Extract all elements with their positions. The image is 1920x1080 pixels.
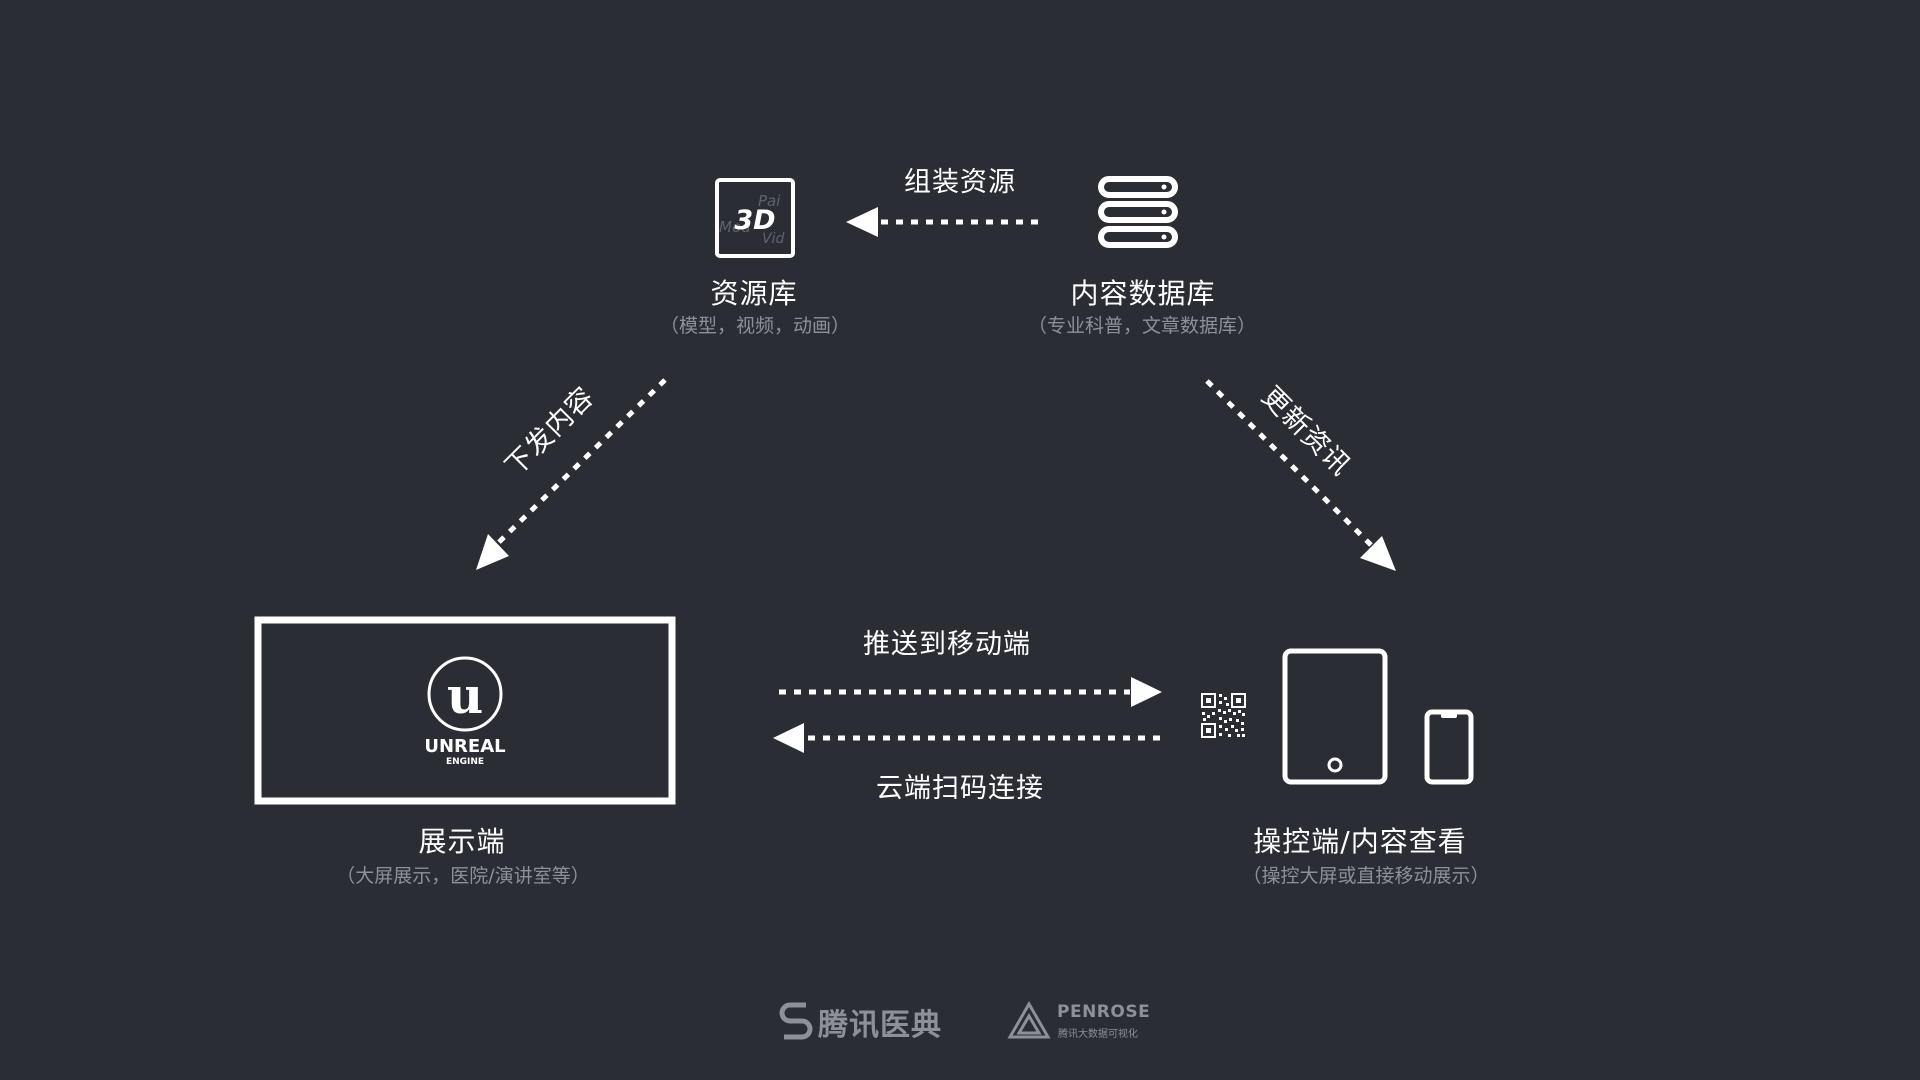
engine-logo-text: ENGINE bbox=[446, 757, 484, 767]
unreal-logo-text: UNREAL bbox=[424, 736, 505, 757]
brand-tencent-medipedia: 腾讯医典 bbox=[818, 1008, 942, 1043]
phone-icon bbox=[1424, 709, 1474, 785]
icon-3d-text: 3D bbox=[734, 205, 775, 236]
arrow-push-mobile bbox=[779, 677, 1162, 707]
content-database-subtitle: （专业科普，文章数据库） bbox=[1027, 315, 1256, 337]
arrow-update bbox=[1205, 379, 1396, 571]
qr-code-icon bbox=[1201, 693, 1246, 738]
brand-penrose-subtitle: 腾讯大数据可视化 bbox=[1058, 1029, 1138, 1040]
unreal-engine-logo: u UNREAL ENGINE bbox=[424, 656, 506, 767]
resource-library-title: 资源库 bbox=[710, 277, 798, 310]
brand-penrose: PENROSE bbox=[1057, 1002, 1151, 1022]
resource-library-subtitle: （模型，视频，动画） bbox=[659, 315, 850, 337]
icon-ghost-text: Vid bbox=[762, 231, 784, 247]
display-screen bbox=[254, 616, 676, 805]
arrow-assemble bbox=[846, 207, 1038, 237]
tablet-icon bbox=[1282, 648, 1388, 785]
tencent-medipedia-logo bbox=[779, 1002, 813, 1040]
3d-model-icon: Pai Mod Vid 3D bbox=[715, 178, 795, 258]
control-title: 操控端/内容查看 bbox=[1253, 825, 1467, 858]
display-title: 展示端 bbox=[418, 825, 506, 858]
edge-label-push-mobile: 推送到移动端 bbox=[863, 629, 1031, 660]
svg-text:u: u bbox=[447, 666, 483, 725]
database-icon bbox=[1098, 176, 1178, 248]
arrow-distribute bbox=[476, 378, 667, 570]
display-subtitle: （大屏展示，医院/演讲室等） bbox=[336, 865, 590, 887]
edge-label-assemble: 组装资源 bbox=[904, 167, 1016, 198]
penrose-logo bbox=[1007, 1000, 1051, 1039]
icon-ghost-text: Pai bbox=[758, 192, 781, 210]
control-subtitle: （操控大屏或直接移动展示） bbox=[1242, 865, 1490, 887]
icon-ghost-text: Mod bbox=[719, 218, 751, 236]
arrow-cloud-scan bbox=[773, 723, 1160, 753]
edge-label-cloud-scan: 云端扫码连接 bbox=[876, 773, 1044, 804]
content-database-title: 内容数据库 bbox=[1070, 277, 1216, 310]
